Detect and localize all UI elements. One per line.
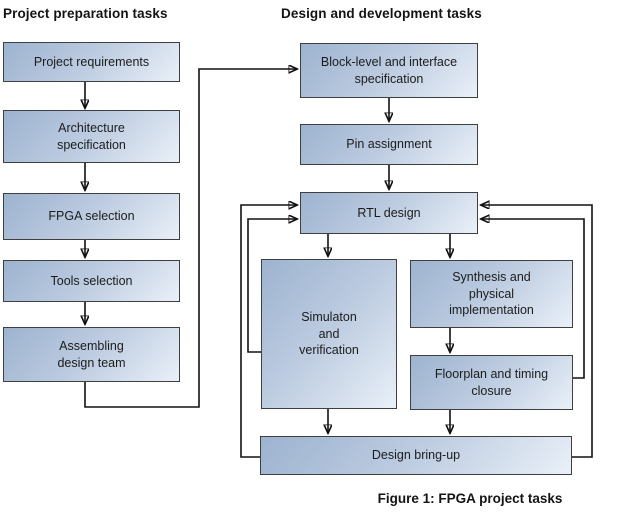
- node-fpga-selection: FPGA selection: [3, 193, 180, 240]
- node-label: FPGA selection: [48, 209, 135, 224]
- node-label: Block-level and interface specification: [320, 55, 458, 86]
- figure-caption: Figure 1: FPGA project tasks: [377, 491, 563, 506]
- edge-bringup-rtl-feedback-right: [481, 205, 593, 458]
- node-floorplan-timing-closure: Floorplan and timing closure: [410, 355, 573, 410]
- node-rtl-design: RTL design: [300, 192, 478, 234]
- node-label: Design bring-up: [371, 448, 461, 463]
- node-assembling-design-team: Assembling design team: [3, 327, 180, 382]
- node-label: Tools selection: [50, 273, 133, 288]
- node-label: Simulaton and verification: [299, 310, 359, 358]
- node-architecture-specification: Architecture specification: [3, 110, 180, 163]
- node-label: Project requirements: [33, 54, 150, 69]
- node-label: Pin assignment: [346, 137, 432, 152]
- node-block-level-interface-specification: Block-level and interface specification: [300, 43, 478, 98]
- node-label: Assembling design team: [57, 339, 126, 370]
- node-design-bring-up: Design bring-up: [260, 436, 572, 475]
- node-label: Floorplan and timing closure: [434, 367, 549, 398]
- node-pin-assignment: Pin assignment: [300, 124, 478, 165]
- node-synthesis-physical-implementation: Synthesis and physical implementation: [410, 260, 573, 328]
- node-label: RTL design: [357, 205, 421, 220]
- node-label: Synthesis and physical implementation: [449, 270, 534, 318]
- node-simulation-and-verification: Simulaton and verification: [261, 259, 397, 409]
- left-section-title: Project preparation tasks: [3, 6, 168, 21]
- right-section-title: Design and development tasks: [281, 6, 482, 21]
- node-tools-selection: Tools selection: [3, 260, 180, 302]
- node-project-requirements: Project requirements: [3, 42, 180, 82]
- node-label: Architecture specification: [57, 121, 126, 152]
